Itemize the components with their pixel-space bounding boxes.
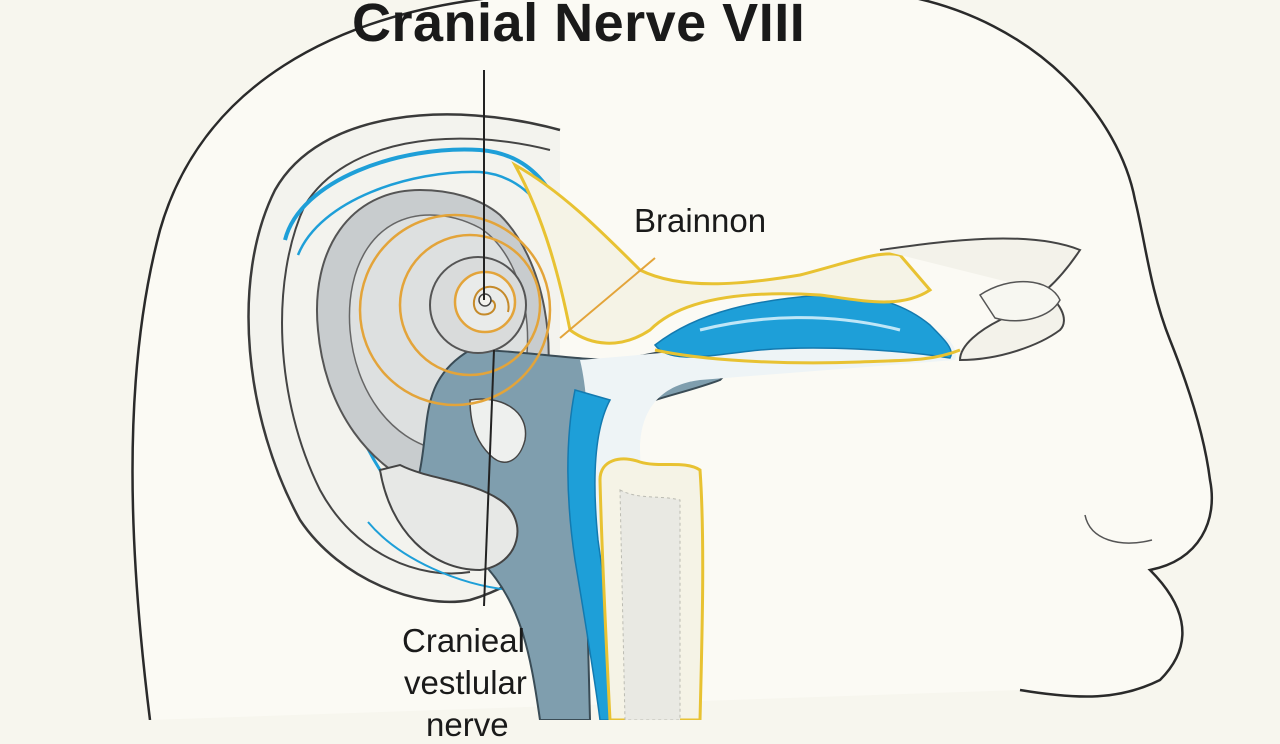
brain-leader-line bbox=[559, 257, 656, 339]
diagram-title: Cranial Nerve VIII bbox=[352, 0, 806, 53]
csf-blue-highlight bbox=[699, 316, 901, 332]
ear-canal-plug bbox=[469, 398, 527, 463]
cochlea-ring-outer bbox=[358, 213, 552, 407]
spinal-canal-texture bbox=[619, 489, 681, 720]
nerve-label-line-3: nerve bbox=[426, 706, 509, 743]
nerve-label-line-2: vestlular bbox=[404, 664, 527, 701]
cochlea-spiral bbox=[472, 285, 510, 316]
csf-blue-band bbox=[653, 293, 952, 359]
brain-label: Brainnon bbox=[634, 202, 767, 239]
head-anatomy-diagram bbox=[131, 0, 1214, 720]
orbit-outline bbox=[978, 280, 1061, 322]
nerve-label-line-1: Cranieal bbox=[402, 622, 525, 659]
nerve-strand-4 bbox=[367, 521, 511, 591]
cochlea-ring-mid bbox=[398, 233, 542, 377]
nerve-leader-line bbox=[483, 349, 495, 607]
ear-lobe bbox=[378, 463, 519, 572]
bone-yellow-outline bbox=[654, 348, 961, 365]
ear-inner-shell bbox=[281, 137, 551, 575]
nose-outline bbox=[1084, 514, 1153, 544]
facial-bone-outline bbox=[879, 237, 1082, 362]
